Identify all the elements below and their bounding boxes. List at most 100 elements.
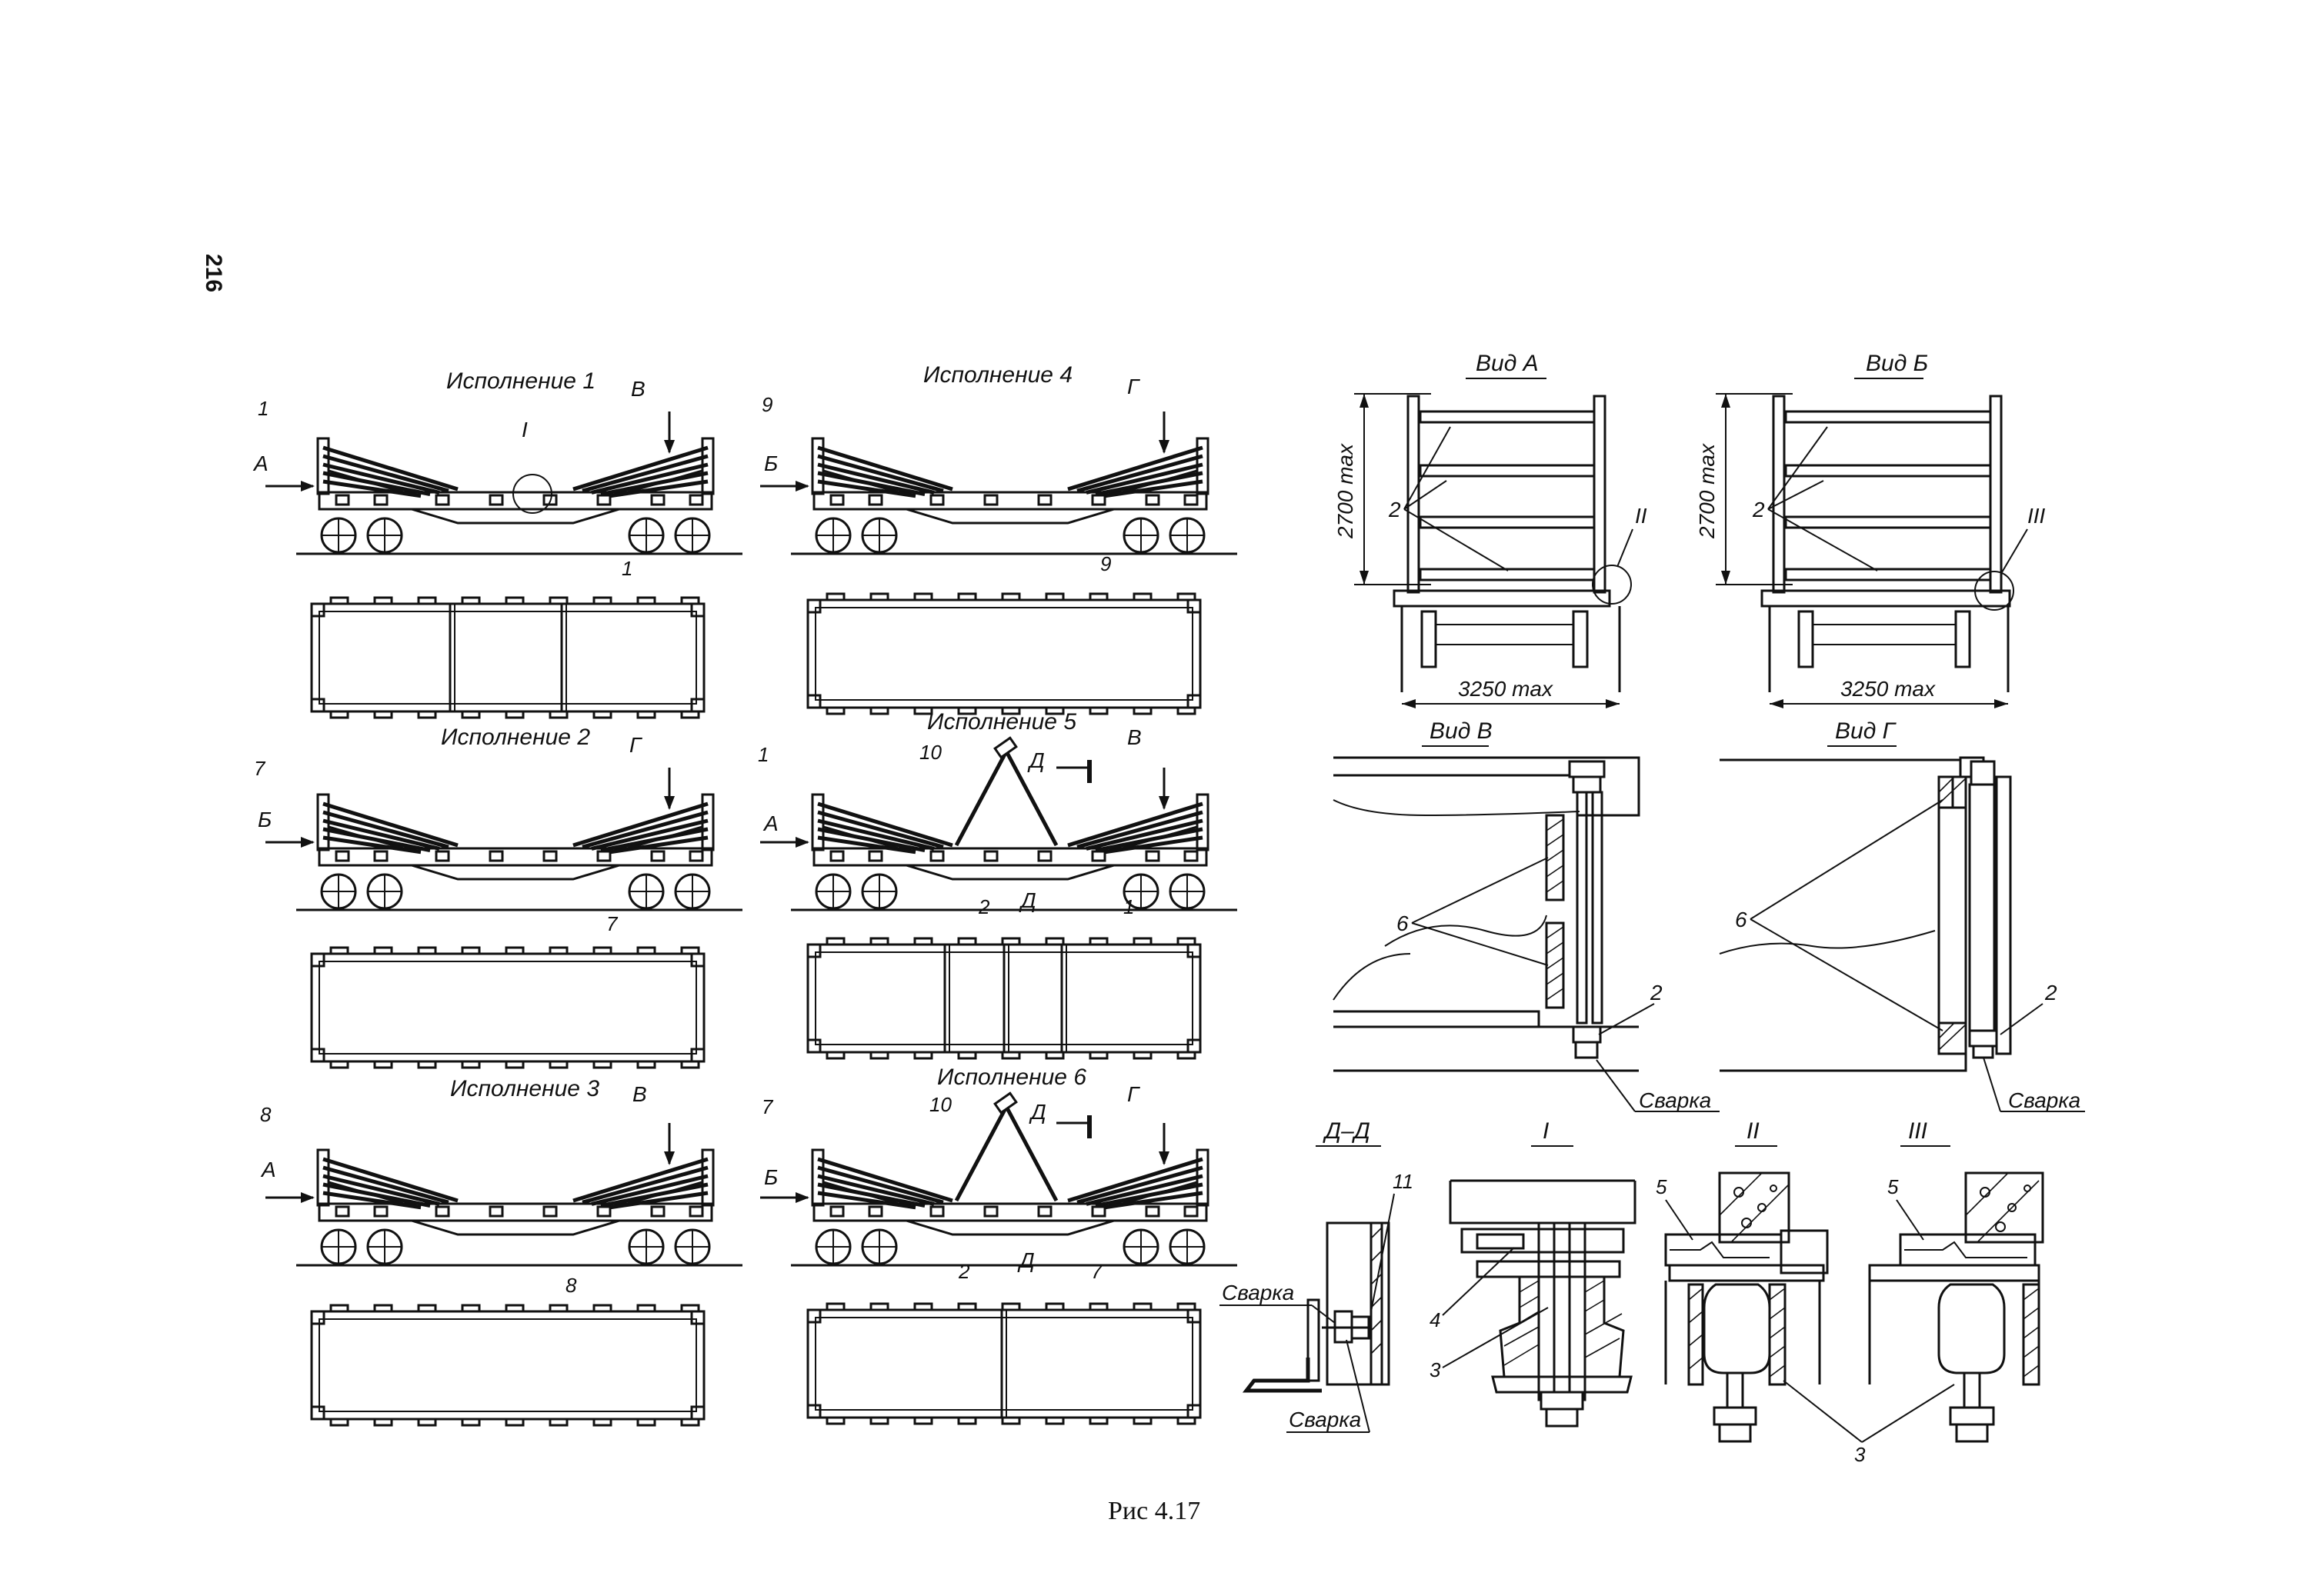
wagon-elevations — [265, 411, 1237, 1267]
brace-right — [626, 825, 703, 850]
stake-pocket — [1045, 1416, 1065, 1425]
side-arrow-head — [796, 837, 809, 848]
plan-corner — [1186, 1038, 1202, 1054]
deck-block — [542, 850, 558, 862]
view-a-height-dim: 2700 max — [1333, 443, 1357, 539]
stake-pocket — [1176, 706, 1196, 715]
wagon-deck — [318, 847, 713, 867]
stake-pocket — [329, 946, 349, 955]
plan-3 — [310, 1304, 706, 1427]
deck-block — [1037, 1205, 1053, 1218]
view-g-hatch — [1937, 775, 1967, 1055]
view-v-part-2: 2 — [1650, 981, 1663, 1005]
board-right — [1067, 801, 1203, 848]
plan-corner — [310, 602, 325, 618]
deck-block — [1091, 1205, 1106, 1218]
view-b-title: Вид Б — [1866, 351, 1928, 376]
variant-1-node-label: I — [522, 418, 528, 441]
wagon-deck — [812, 1202, 1208, 1222]
brace-left — [822, 469, 899, 494]
stake-pocket — [1176, 592, 1196, 601]
brace-right — [1121, 469, 1198, 494]
variant-4-title: Исполнение 4 — [923, 362, 1073, 388]
board-left — [322, 445, 459, 491]
variant-5-top-arrow-label: В — [1127, 725, 1142, 749]
brace-right — [626, 469, 703, 494]
stake-pocket — [1045, 592, 1065, 601]
deck-block — [596, 850, 612, 862]
variant-6-title: Исполнение 6 — [937, 1065, 1086, 1090]
variant-5-side-arrow-label: А — [762, 811, 779, 835]
section-dd-hatch — [1370, 1227, 1383, 1354]
view-g-part-6: 6 — [1735, 908, 1747, 931]
variant-2-plan-label: 7 — [606, 912, 619, 935]
board-left — [817, 479, 916, 498]
board-right — [609, 479, 709, 498]
variant-4-part-label: 9 — [762, 393, 772, 416]
stake-pocket — [1045, 937, 1065, 946]
view-v-title: Вид В — [1430, 718, 1493, 744]
board-right — [609, 1191, 709, 1210]
wagon-deck — [812, 491, 1208, 511]
view-a-part-label: 2 — [1388, 498, 1401, 521]
node-1-title: I — [1543, 1118, 1549, 1144]
brace-left — [328, 469, 405, 494]
variant-2-side-arrow-label: Б — [258, 808, 272, 831]
board-left — [817, 1174, 935, 1206]
variant-4-side-arrow-label: Б — [764, 451, 778, 475]
stake-pocket — [505, 946, 525, 955]
stake-pocket — [505, 710, 525, 719]
plan-4 — [806, 592, 1202, 715]
variant-labels: Исполнение 1 1 А В I 1 Исполнение 2 7 Б … — [252, 362, 1142, 1297]
stake-pocket — [373, 946, 393, 955]
variant-5-section-top-label: Д — [1027, 748, 1045, 772]
side-arrow-head — [796, 1192, 809, 1203]
board-left — [817, 1157, 953, 1203]
brace-left — [328, 1181, 405, 1205]
stake-pocket — [1089, 592, 1109, 601]
stake-pocket — [957, 706, 977, 715]
section-mark — [1087, 1115, 1092, 1138]
stake-pocket — [1133, 706, 1153, 715]
stake-pocket — [1089, 1302, 1109, 1311]
stake-pocket — [505, 1304, 525, 1313]
node-1-part-4: 4 — [1430, 1308, 1440, 1331]
board-right — [591, 818, 709, 851]
stake-pocket — [957, 1051, 977, 1060]
wagon-4 — [760, 411, 1237, 555]
side-arrow-head — [301, 837, 315, 848]
side-arrow-head — [796, 481, 809, 491]
stake-pocket — [549, 1304, 569, 1313]
plan-corner — [806, 694, 822, 709]
node-3-part-5: 5 — [1887, 1175, 1899, 1198]
deck-block — [596, 1205, 612, 1218]
view-g-part-2: 2 — [2044, 981, 2057, 1005]
stake-pocket — [826, 1051, 846, 1060]
board-right — [572, 1157, 709, 1203]
board-left — [817, 835, 916, 855]
view-a-node-label: II — [1635, 504, 1647, 528]
plan-1 — [310, 596, 706, 719]
variant-6-strut-label: 10 — [929, 1093, 952, 1116]
plan-corner — [806, 943, 822, 958]
node-3-wood — [1965, 1172, 2040, 1243]
variant-5-part-label: 1 — [758, 743, 769, 766]
deck-block — [650, 494, 666, 506]
board-right — [572, 801, 709, 848]
variant-3-side-arrow-label: А — [260, 1158, 276, 1181]
stake-pocket — [417, 1060, 437, 1069]
variant-6-part-label: 7 — [762, 1095, 774, 1118]
stake-pocket — [636, 710, 656, 719]
node-2-detail: II — [1656, 1118, 1866, 1466]
plan-inner — [815, 1317, 1193, 1411]
plan-2 — [310, 946, 706, 1069]
stake-pocket — [461, 1060, 481, 1069]
board-right — [1086, 818, 1203, 851]
stake-pocket — [461, 1418, 481, 1427]
stake-pocket — [329, 1304, 349, 1313]
deck-block — [1037, 494, 1053, 506]
variant-5-plan-label-a: 2 — [978, 895, 990, 918]
deck-block — [829, 850, 845, 862]
stake-pocket — [1001, 1302, 1021, 1311]
